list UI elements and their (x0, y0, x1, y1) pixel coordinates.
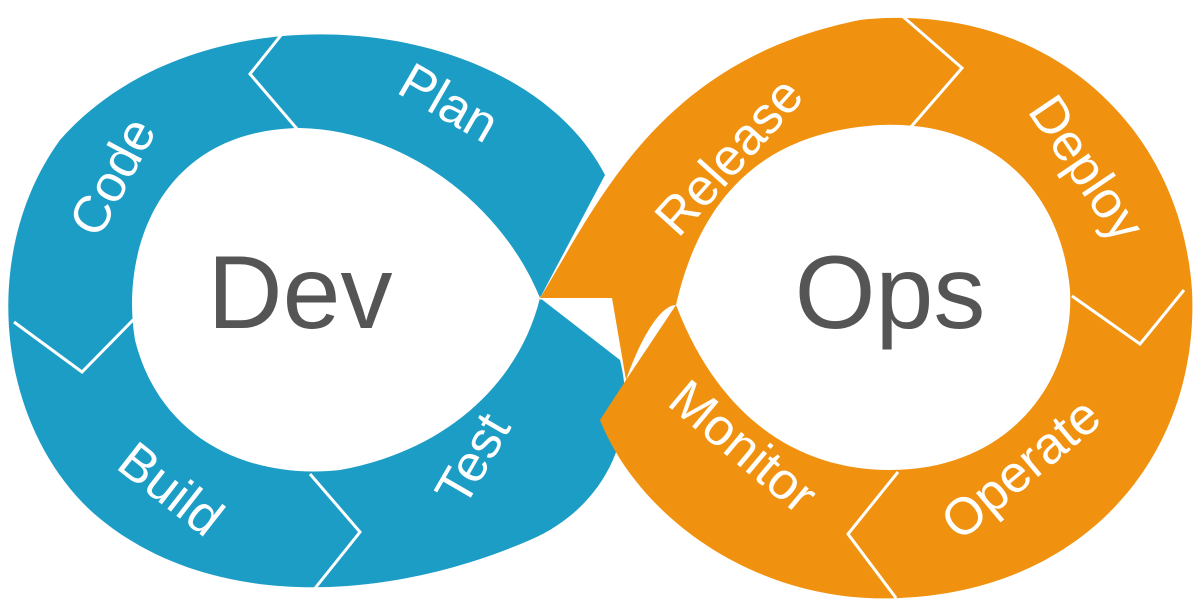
dev-band (8, 34, 626, 588)
ops-title: Ops (795, 235, 986, 351)
dev-divider-build-test (308, 473, 362, 593)
dev-divider-plan-code (248, 13, 300, 131)
ops-divider-release-deploy (899, 12, 965, 129)
ops-divider-deploy-operate (1071, 289, 1186, 347)
ops-divider-operate-monitor (846, 471, 900, 599)
dev-title: Dev (208, 235, 393, 351)
ops-band (540, 17, 1193, 599)
dev-divider-code-build (13, 316, 137, 374)
ops-loop (540, 12, 1193, 599)
